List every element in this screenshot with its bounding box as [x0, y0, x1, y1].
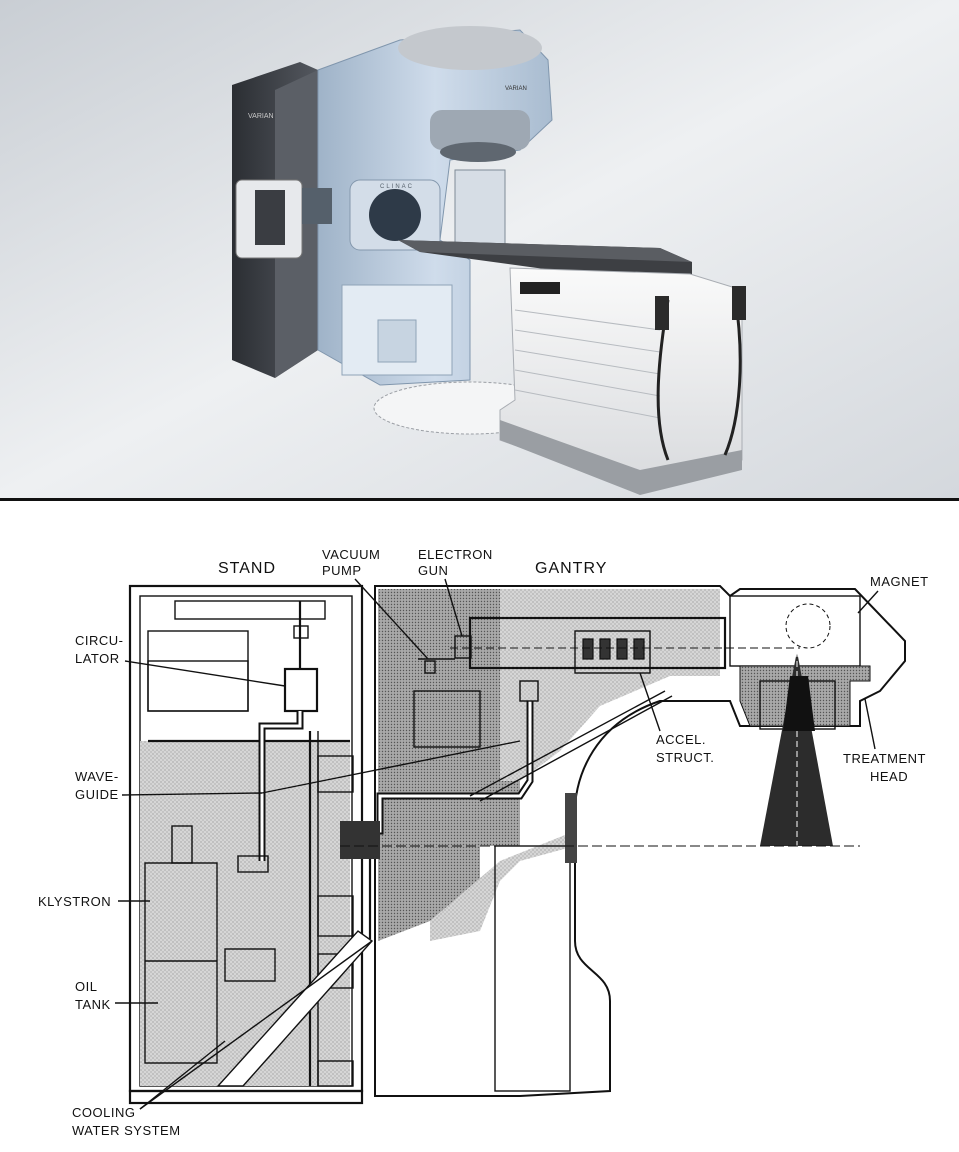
circulator	[283, 667, 319, 713]
label-treatment-head-2: HEAD	[870, 769, 908, 784]
label-stand: STAND	[218, 560, 276, 577]
label-accel-struct-1: ACCEL.	[656, 732, 706, 747]
label-oil-tank-2: TANK	[75, 997, 111, 1012]
gantry-body: VARIAN CLINAC	[317, 26, 553, 386]
label-gantry: GANTRY	[535, 560, 607, 577]
linac-photo-illustration: VARIAN VARIAN CLINAC	[0, 0, 959, 498]
vacuum-pump	[424, 660, 436, 674]
collimator-head	[430, 110, 530, 150]
accel-structure	[574, 630, 651, 674]
label-cooling-2: WATER SYSTEM	[72, 1123, 181, 1138]
label-waveguide-2: GUIDE	[75, 787, 119, 802]
imager-arm	[454, 169, 506, 251]
gantry-structure	[340, 585, 906, 1097]
rotating-joint	[340, 821, 380, 859]
label-waveguide-1: WAVE-	[75, 769, 119, 784]
label-treatment-head-1: TREATMENT	[843, 751, 926, 766]
electron-gun	[454, 635, 472, 659]
stand-brand-text: VARIAN	[248, 113, 274, 120]
gantry-head-top	[398, 26, 542, 70]
gantry-side-panel	[235, 179, 332, 259]
treatment-couch	[398, 240, 746, 495]
accelerator-tube	[468, 616, 727, 670]
linac-photo: VARIAN VARIAN CLINAC	[0, 0, 959, 498]
label-magnet: MAGNET	[870, 574, 929, 589]
label-vacuum-pump-2: PUMP	[322, 563, 362, 578]
collimator-aperture	[440, 142, 516, 162]
diagram-labels: STAND GANTRY VACUUM PUMP ELECTRON GUN MA…	[38, 547, 929, 1138]
label-oil-tank-1: OIL	[75, 979, 97, 994]
linac-schematic: STAND GANTRY VACUUM PUMP ELECTRON GUN MA…	[0, 501, 959, 1152]
label-electron-gun-2: GUN	[418, 563, 448, 578]
schematic-drawing: STAND GANTRY VACUUM PUMP ELECTRON GUN MA…	[38, 547, 929, 1138]
label-circulator-2: LATOR	[75, 651, 120, 666]
gantry-model-text: CLINAC	[380, 184, 414, 190]
label-accel-struct-2: STRUCT.	[656, 750, 714, 765]
radiation-beam	[760, 651, 833, 846]
section-divider	[0, 498, 959, 501]
label-vacuum-pump-1: VACUUM	[322, 547, 380, 562]
gantry-support-plate	[565, 793, 577, 863]
label-klystron: KLYSTRON	[38, 894, 111, 909]
label-cooling-1: COOLING	[72, 1105, 135, 1120]
oil-tank	[224, 948, 276, 982]
label-circulator-1: CIRCU-	[75, 633, 124, 648]
label-electron-gun-1: ELECTRON	[418, 547, 493, 562]
gantry-bore	[369, 189, 421, 241]
head-brand-text: VARIAN	[505, 86, 527, 92]
